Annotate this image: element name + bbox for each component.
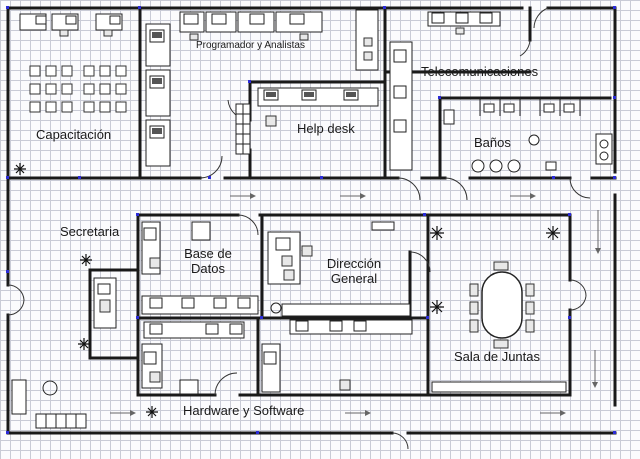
helpdesk-furniture bbox=[235, 87, 379, 155]
room-label-direccion-line1: Dirección bbox=[326, 256, 382, 271]
room-label-base-datos-line2: Datos bbox=[191, 260, 225, 276]
room-label-programador: Programador y Analistas bbox=[196, 40, 305, 51]
outer-walls bbox=[6, 6, 617, 435]
room-label-hardware: Hardware y Software bbox=[183, 403, 305, 418]
director-office-furniture bbox=[267, 221, 411, 317]
room-label-telecom: Telecomunicaciones bbox=[421, 64, 539, 79]
plant-icons bbox=[14, 163, 560, 418]
flow-arrow-icons bbox=[110, 193, 601, 416]
room-label-helpdesk: Help desk bbox=[297, 121, 355, 136]
database-room-furniture bbox=[141, 221, 259, 315]
restroom-fixtures bbox=[443, 98, 613, 173]
room-label-direccion-line2: General bbox=[330, 270, 378, 286]
room-label-sala-juntas: Sala de Juntas bbox=[454, 349, 541, 364]
lower-partitions bbox=[88, 213, 572, 397]
meeting-room-furniture bbox=[431, 261, 567, 393]
training-seats bbox=[29, 65, 127, 113]
room-label-banos: Baños bbox=[474, 135, 511, 150]
room-label-base-datos: Base de Datos bbox=[176, 246, 240, 277]
programmer-room-furniture bbox=[145, 9, 379, 167]
room-label-direccion: Dirección General bbox=[318, 256, 390, 287]
door-swing-icons bbox=[7, 7, 591, 450]
room-label-secretaria: Secretaria bbox=[60, 224, 120, 239]
room-label-capacitacion: Capacitación bbox=[36, 127, 112, 142]
training-room-furniture bbox=[19, 13, 127, 113]
reception-furniture bbox=[93, 277, 117, 329]
room-label-base-datos-line1: Base de bbox=[184, 246, 232, 261]
telecom-furniture bbox=[389, 11, 501, 171]
connection-points bbox=[6, 6, 616, 434]
hardware-room-furniture bbox=[11, 319, 413, 429]
